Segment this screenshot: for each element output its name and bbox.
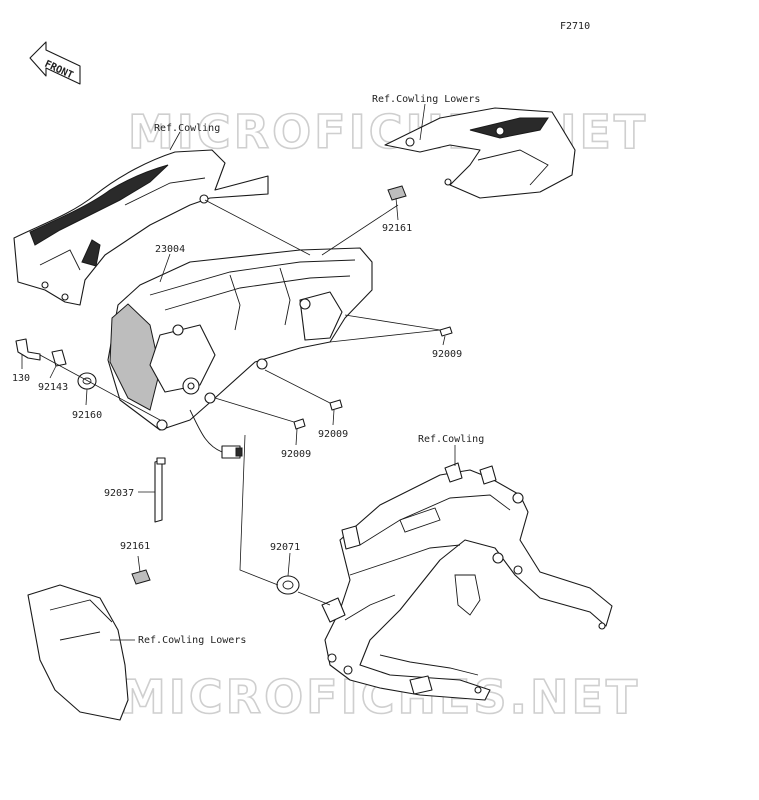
- front-arrow-icon: FRONT: [29, 41, 81, 85]
- upper-cowling-illustration: [13, 149, 269, 306]
- ref-cowling-label-frame: Ref.Cowling: [418, 434, 484, 445]
- grommet-92071-shape: [276, 575, 300, 595]
- bolt-130-shape: [15, 338, 41, 361]
- collar-92143-shape: [51, 349, 67, 367]
- part-label-92161-bottom: 92161: [120, 541, 150, 552]
- part-label-92009-low: 92009: [281, 449, 311, 460]
- screw-92009-low-shape: [293, 418, 306, 430]
- grommet-92160-shape: [77, 372, 97, 390]
- part-label-92161-top: 92161: [382, 223, 412, 234]
- part-label-92071: 92071: [270, 542, 300, 553]
- screw-92009-mid-shape: [329, 399, 343, 411]
- figure-code: F2710: [560, 21, 590, 32]
- lower-cowling-illustration-top: [384, 107, 576, 199]
- part-label-92160: 92160: [72, 410, 102, 421]
- band-92037-shape: [154, 457, 166, 523]
- ref-cowling-lowers-label-top: Ref.Cowling Lowers: [372, 94, 480, 105]
- ref-cowling-lowers-label-bottom: Ref.Cowling Lowers: [138, 635, 246, 646]
- pad-92161-top-shape: [387, 185, 407, 201]
- part-label-23004: 23004: [155, 244, 185, 255]
- ref-cowling-label-top: Ref.Cowling: [154, 123, 220, 134]
- pad-92161-bottom-shape: [131, 569, 151, 585]
- headlight-assembly-illustration: [107, 247, 373, 459]
- leader-lines: [21, 103, 456, 641]
- part-label-92037: 92037: [104, 488, 134, 499]
- cowling-stay-frame-illustration: [321, 462, 613, 701]
- screw-92009-right-shape: [439, 326, 453, 337]
- part-label-130: 130: [12, 373, 30, 384]
- part-label-92009-right: 92009: [432, 349, 462, 360]
- part-label-92009-mid: 92009: [318, 429, 348, 440]
- lower-cowling-illustration-bottom: [27, 584, 129, 721]
- part-label-92143: 92143: [38, 382, 68, 393]
